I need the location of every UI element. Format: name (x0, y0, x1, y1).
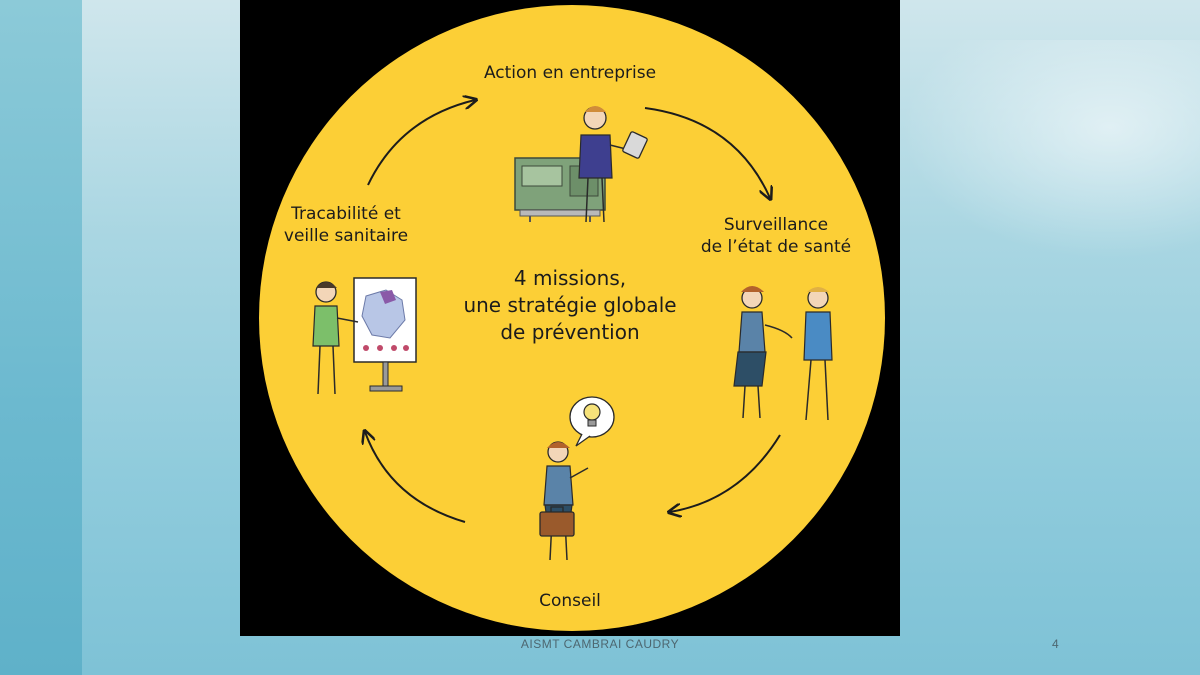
presenter-map-board-icon (312, 277, 417, 395)
background-mist (900, 40, 1200, 260)
center-text-line-1: 4 missions, (513, 266, 627, 290)
center-text-line-2: une stratégie globale (463, 293, 677, 317)
mission-label-right-line-2: de l’état de santé (700, 237, 852, 257)
arrow-top-left (367, 100, 475, 186)
mission-label-left: Tracabilité et veille sanitaire (256, 203, 436, 247)
mission-label-left-line-1: Tracabilité et (291, 204, 401, 224)
mission-label-left-line-2: veille sanitaire (283, 226, 409, 246)
slide-image: Action en entreprise Surveillance de l’é… (240, 0, 900, 636)
center-text-line-3: de prévention (500, 320, 640, 344)
background-left-strip (0, 0, 82, 675)
arrow-bottom-right (670, 434, 781, 512)
doctor-patient-stethoscope-icon (733, 286, 833, 421)
mission-label-top: Action en entreprise (483, 63, 657, 83)
cycle-diagram (259, 5, 885, 631)
mission-label-bottom: Conseil (539, 591, 601, 611)
yellow-circle (259, 5, 885, 631)
footer-organization: AISMT CAMBRAI CAUDRY (520, 637, 680, 651)
mission-label-right-line-1: Surveillance (723, 215, 829, 235)
arrow-bottom-left (365, 432, 466, 523)
mission-label-right: Surveillance de l’état de santé (676, 214, 876, 258)
page-number: 4 (1052, 637, 1059, 651)
arrow-top-right (644, 107, 770, 198)
worker-machine-tablet-icon (514, 106, 648, 223)
center-text: 4 missions, une stratégie globale de pré… (410, 265, 730, 346)
advisor-lightbulb-briefcase-icon (539, 396, 615, 561)
